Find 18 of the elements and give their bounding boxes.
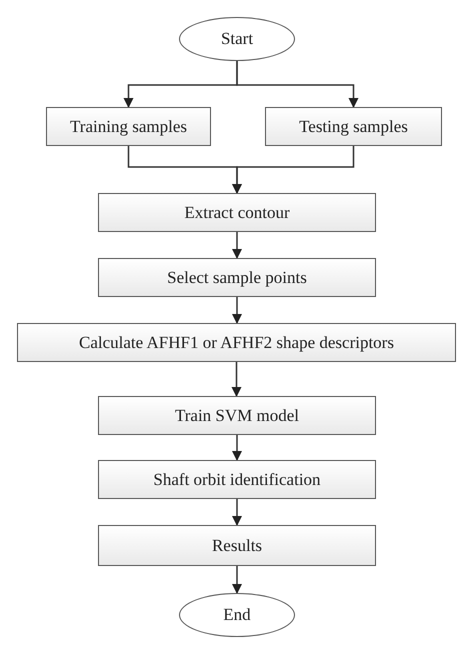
process-box: Training samples	[46, 107, 211, 146]
arrow	[232, 566, 242, 594]
arrow	[232, 297, 242, 324]
terminal-ellipse: End	[179, 593, 295, 637]
arrow	[236, 61, 358, 108]
arrow	[232, 146, 354, 194]
process-box: Extract contour	[98, 193, 376, 232]
arrow	[232, 232, 242, 259]
arrow	[232, 362, 242, 397]
arrow	[232, 435, 242, 461]
arrow	[232, 499, 242, 526]
process-box: Results	[98, 525, 376, 566]
terminal-ellipse: Start	[179, 17, 295, 61]
process-box: Testing samples	[265, 107, 442, 146]
process-box: Train SVM model	[98, 396, 376, 435]
process-box: Select sample points	[98, 258, 376, 297]
process-box: Calculate AFHF1 or AFHF2 shape descriptors	[17, 323, 456, 362]
process-box: Shaft orbit identification	[98, 460, 376, 499]
